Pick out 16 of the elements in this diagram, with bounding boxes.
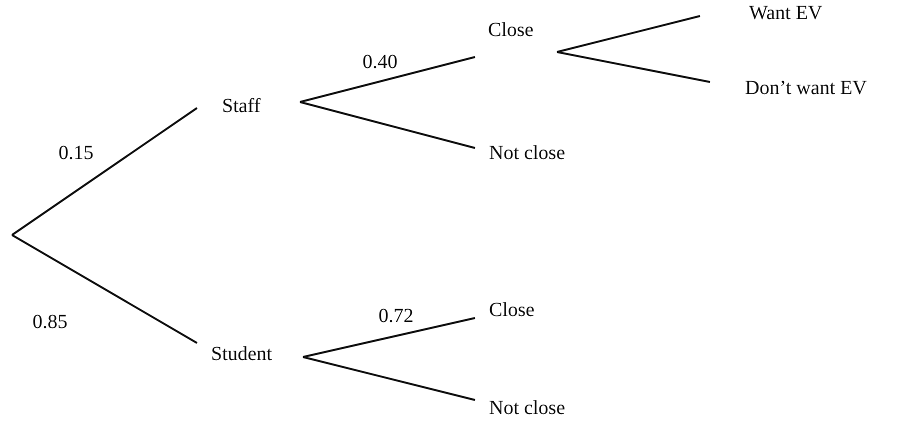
outcome-label: Not close	[489, 398, 566, 418]
outcome-label: Close	[488, 20, 534, 40]
outcome-label: Don’t want EV	[745, 78, 867, 98]
outcome-label: Want EV	[749, 3, 822, 23]
outcome-label: Student	[211, 344, 272, 364]
branch-line	[302, 317, 476, 358]
branch-line	[300, 56, 476, 103]
outcome-label: Not close	[489, 143, 566, 163]
branch-line	[300, 101, 476, 149]
branch-line	[302, 356, 476, 401]
outcome-label: Close	[489, 300, 535, 320]
branch-line	[12, 234, 198, 344]
outcome-label: Staff	[222, 96, 261, 116]
branch-line	[556, 51, 710, 83]
branch-line	[11, 107, 198, 236]
branch-line	[556, 15, 700, 53]
